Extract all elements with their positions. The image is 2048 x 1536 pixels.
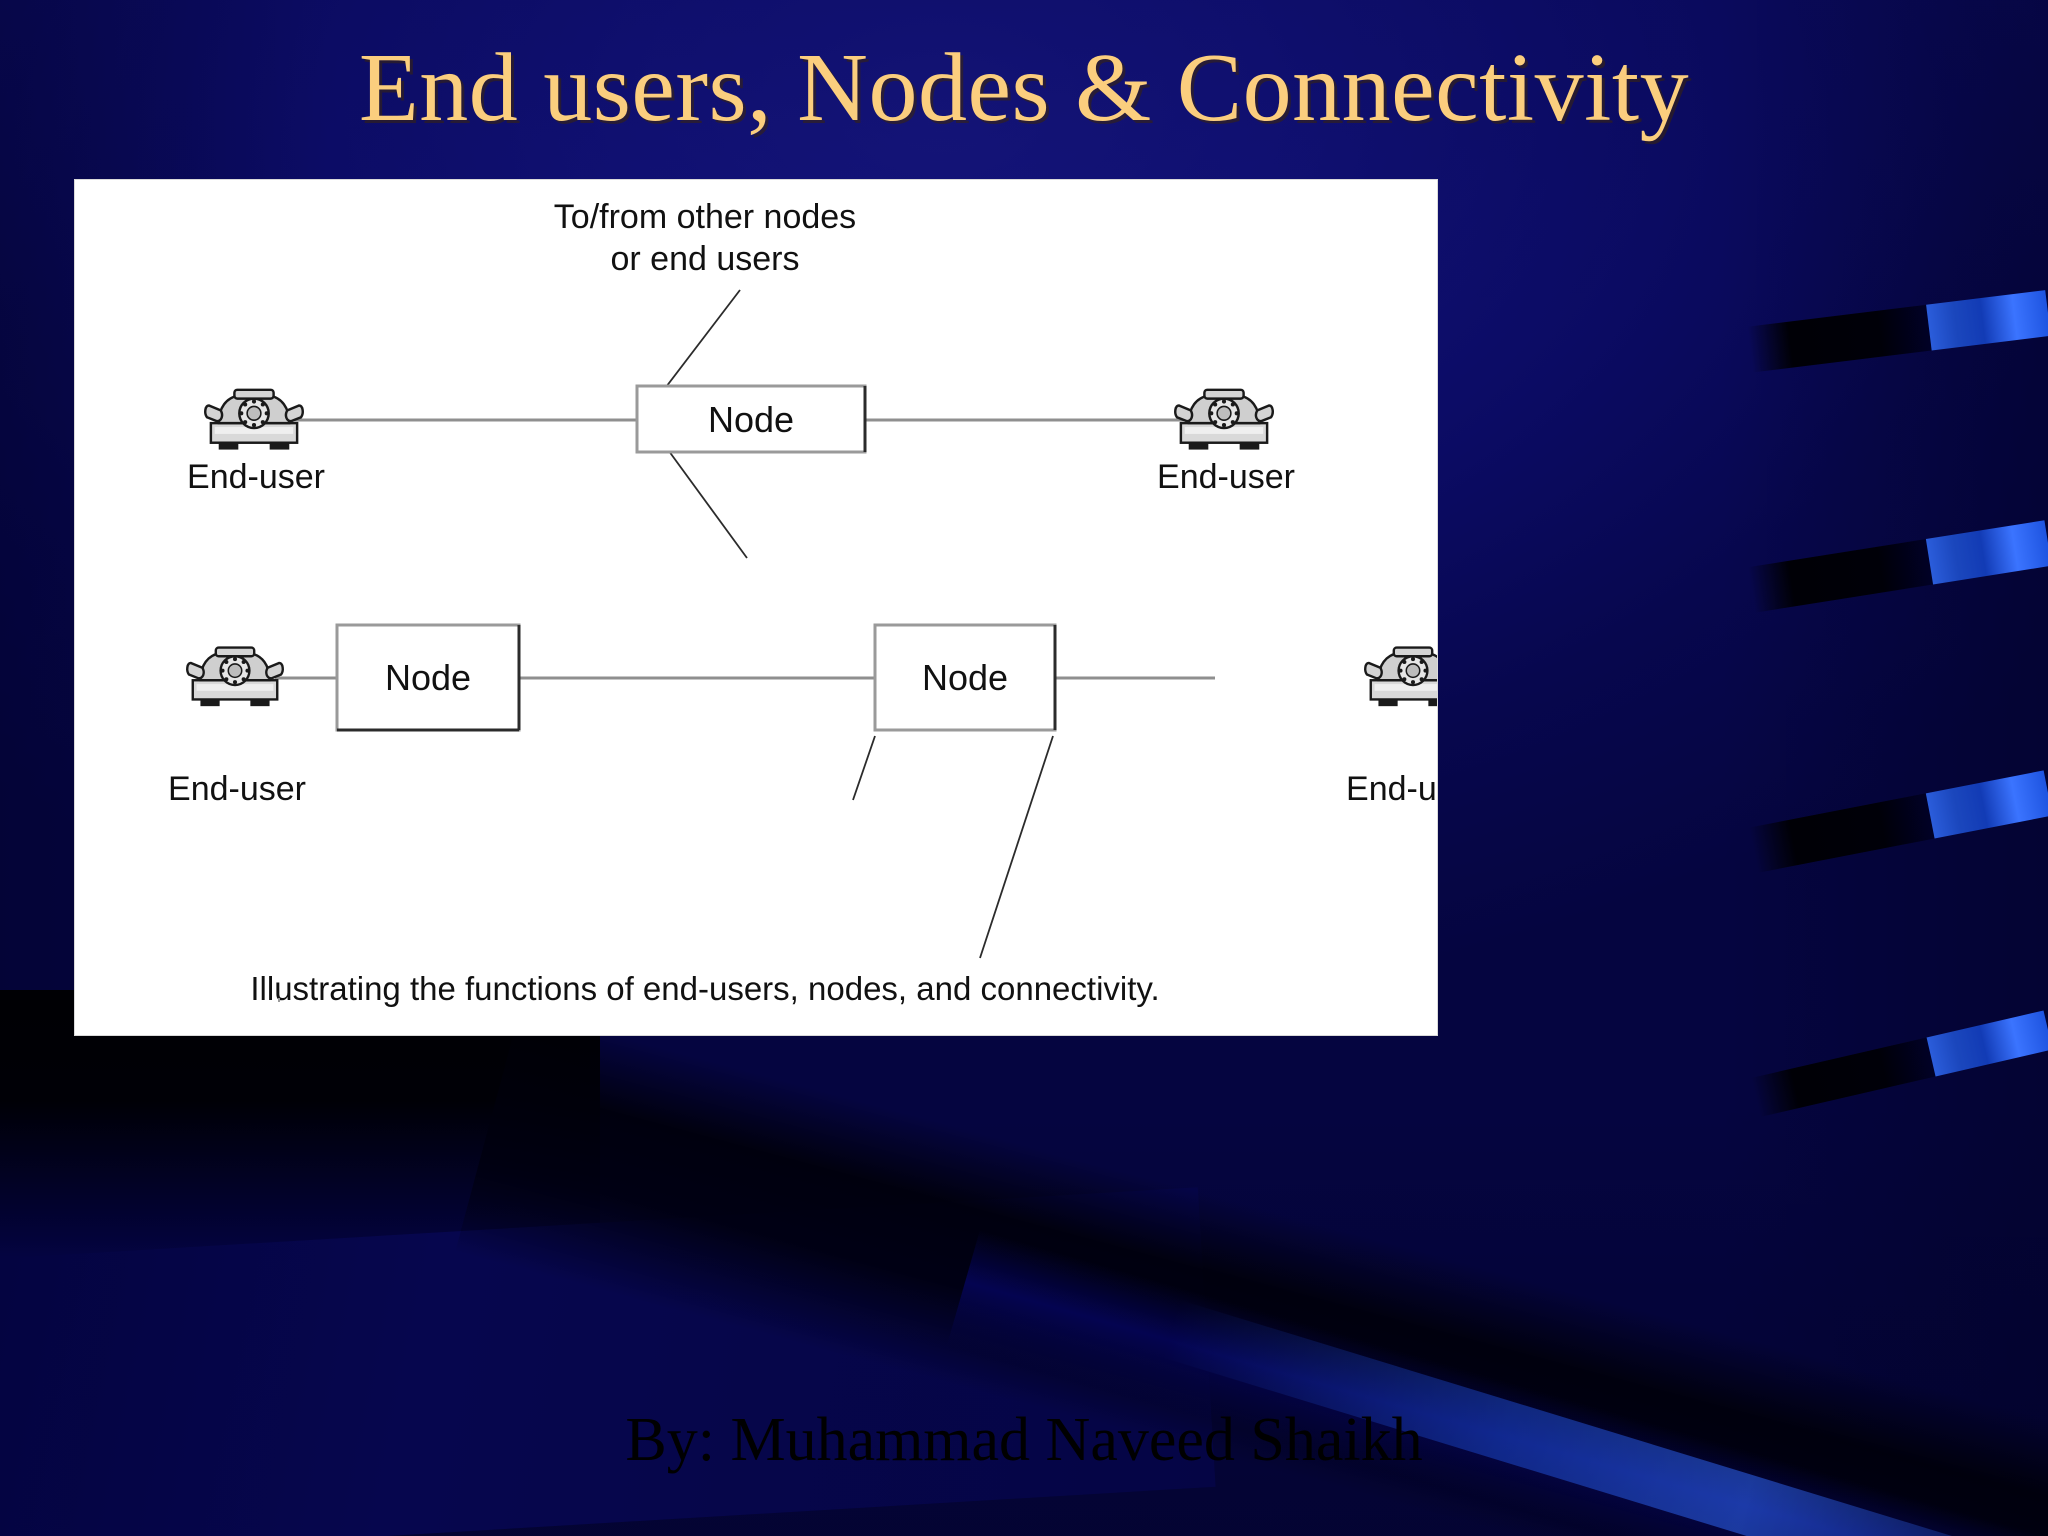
endpoint-phone-bottom-left: [186, 646, 284, 708]
node-label-top: Node: [708, 399, 794, 440]
endpoint-phone-top-left: [204, 388, 304, 451]
caption-leader-left: [852, 735, 876, 801]
endpoint-label-bottom-left: End-user: [168, 770, 306, 808]
endpoint-phone-bottom-right: [1364, 646, 1437, 708]
node-box-bottom-right: [873, 623, 1057, 732]
network-diagram: To/from other nodes or end users Node En…: [168, 198, 1437, 1007]
endpoint-label-top-right: End-user: [1157, 458, 1295, 496]
diagram-panel: To/from other nodes or end users Node En…: [75, 180, 1437, 1035]
page-title: End users, Nodes & Connectivity: [358, 34, 1690, 142]
author-footer: By: Muhammad Naveed Shaikh: [625, 1406, 1423, 1474]
endpoint-label-top-left: End-user: [187, 458, 325, 496]
caption-leader-right: [979, 735, 1054, 959]
diagram-caption: Illustrating the functions of end-users,…: [250, 970, 1159, 1007]
callout-line-2: or end users: [611, 240, 800, 278]
callout-line-1: To/from other nodes: [554, 198, 856, 236]
endpoint-label-bottom-right: End-user: [1346, 770, 1437, 808]
endpoint-phone-top-right: [1174, 388, 1274, 451]
node-label-bottom-right: Node: [922, 657, 1008, 698]
node-label-bottom-left: Node: [385, 657, 471, 698]
